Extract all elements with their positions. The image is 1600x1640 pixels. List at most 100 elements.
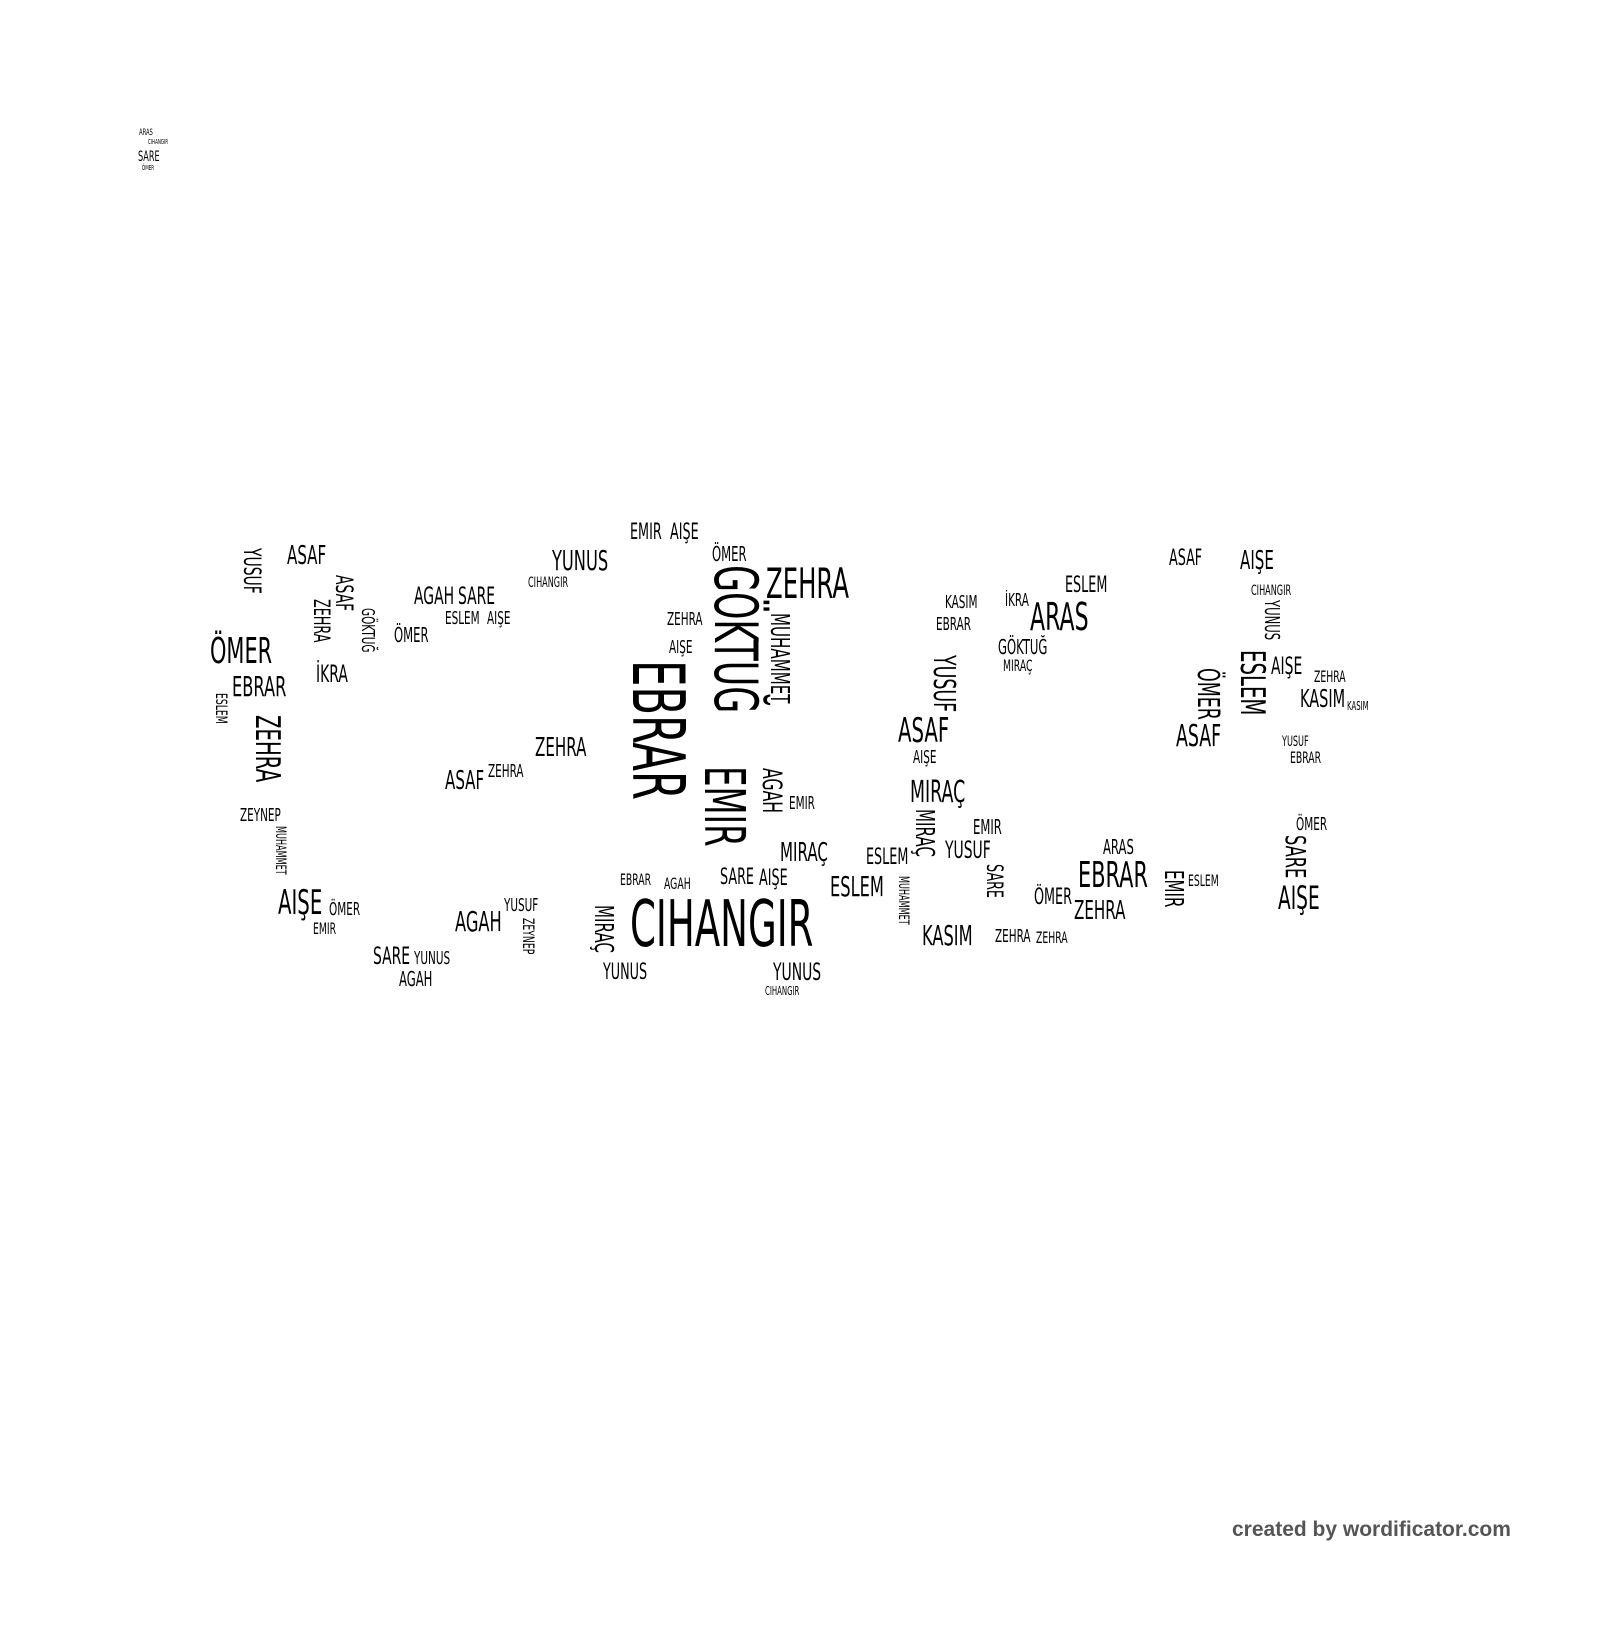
word: EMIR <box>691 766 756 847</box>
word: SARE <box>981 864 1006 898</box>
word: ZEHRA <box>667 609 703 630</box>
word: AGAH <box>455 905 502 938</box>
word: YUNUS <box>773 958 822 986</box>
wordificator-credit: created by wordificator.com <box>1232 1518 1511 1541</box>
word: ÖMER <box>329 899 361 920</box>
word: ZEHRA <box>247 715 287 783</box>
word: EBRAR <box>616 660 700 800</box>
word: ZEHRA <box>1074 896 1126 926</box>
word: YUSUF <box>945 836 991 864</box>
word: MIRAÇ <box>588 905 618 953</box>
word: MIRAÇ <box>910 775 966 810</box>
word: YUSUF <box>504 895 539 916</box>
word: ESLEM <box>445 608 480 629</box>
word: AGAH <box>414 582 455 610</box>
word: ARAS <box>1030 595 1089 639</box>
word: MUHAMMET <box>272 826 288 875</box>
word: ARAS <box>1103 835 1134 859</box>
word: ESLEM <box>830 870 884 903</box>
word: SARE <box>720 865 754 890</box>
word: ZEHRA <box>1036 928 1068 947</box>
word: ZEHRA <box>308 599 333 643</box>
word: ÖMER <box>394 623 429 647</box>
word: EBRAR <box>1078 855 1148 896</box>
word: AGAH <box>756 768 787 814</box>
word: YUNUS <box>552 544 609 577</box>
word: ZEHRA <box>488 761 524 782</box>
word: İKRA <box>1005 590 1029 611</box>
word: CIHANGIR <box>148 138 169 146</box>
word: ASAF <box>898 711 950 751</box>
word: ZEHRA <box>766 559 850 608</box>
word: ESLEM <box>212 693 231 724</box>
word: ÖMER <box>712 542 747 566</box>
word: EMIR <box>789 793 815 814</box>
word: EBRAR <box>620 870 652 889</box>
word: KASIM <box>922 919 973 952</box>
word: AIŞE <box>487 608 511 629</box>
word: MIRAÇ <box>780 838 828 868</box>
word: ASAF <box>287 541 327 571</box>
word: AIŞE <box>1240 546 1274 576</box>
word: SARE <box>138 149 160 165</box>
word: AGAH <box>399 967 433 991</box>
word: EBRAR <box>936 614 971 635</box>
word: ESLEM <box>1188 871 1219 890</box>
word: ASAF <box>445 766 485 796</box>
word: ÖMER <box>1296 814 1328 835</box>
word: CIHANGIR <box>1251 583 1292 599</box>
word: İKRA <box>316 660 348 688</box>
word: GÖKTUĞ <box>357 608 378 653</box>
word: MUHAMMET <box>764 613 794 704</box>
word: AIŞE <box>1278 879 1320 917</box>
word: KASIM <box>1300 684 1346 713</box>
word: EMIR <box>1158 870 1188 908</box>
word: ASAF <box>1169 546 1203 571</box>
word: EBRAR <box>232 670 287 703</box>
word: ESLEM <box>866 845 909 870</box>
word: ZEYNEP <box>519 918 538 955</box>
word: MIRAÇ <box>909 809 939 857</box>
word: AGAH <box>664 874 691 893</box>
word: YUNUS <box>603 960 648 985</box>
word: ZEHRA <box>535 733 587 763</box>
word: YUSUF <box>238 548 266 594</box>
word: SARE <box>1279 835 1312 879</box>
word: EMIR <box>313 919 337 938</box>
word: EMIR <box>630 520 662 545</box>
word: ÖMER <box>1190 668 1225 720</box>
word: AIŞE <box>913 747 937 768</box>
word: ASAF <box>330 575 358 612</box>
word: CIHANGIR <box>528 575 569 591</box>
word: MIRAÇ <box>1003 656 1033 675</box>
word: YUNUS <box>1260 600 1284 641</box>
word: SARE <box>458 582 496 610</box>
word: ÖMER <box>210 631 273 672</box>
word: YUSUF <box>1282 734 1309 750</box>
word: YUNUS <box>414 948 451 969</box>
word: ZEYNEP <box>240 805 281 826</box>
word: AIŞE <box>669 637 693 658</box>
word: AIŞE <box>278 883 323 923</box>
word: CIHANGIR <box>630 888 814 962</box>
word: ÖMER <box>1034 885 1072 910</box>
word: EBRAR <box>1290 748 1322 767</box>
word: AIŞE <box>670 520 699 545</box>
word: ÖMER <box>142 164 155 172</box>
word: EMIR <box>973 815 1002 839</box>
word: AIŞE <box>1271 652 1303 680</box>
word: GÖKTUĞ <box>998 635 1048 659</box>
word: YUSUF <box>926 655 961 713</box>
word: KASIM <box>1347 699 1369 713</box>
word: ASAF <box>1176 719 1222 754</box>
word: ESLEM <box>1232 650 1272 716</box>
word: AIŞE <box>759 866 788 891</box>
word: ZEHRA <box>1314 667 1346 686</box>
word: KASIM <box>945 592 978 613</box>
word: MUHAMMET <box>895 876 911 925</box>
word: ARAS <box>139 128 153 138</box>
word: CIHANGIR <box>765 984 800 998</box>
word: ESLEM <box>1065 573 1108 598</box>
word: SARE <box>373 942 411 970</box>
